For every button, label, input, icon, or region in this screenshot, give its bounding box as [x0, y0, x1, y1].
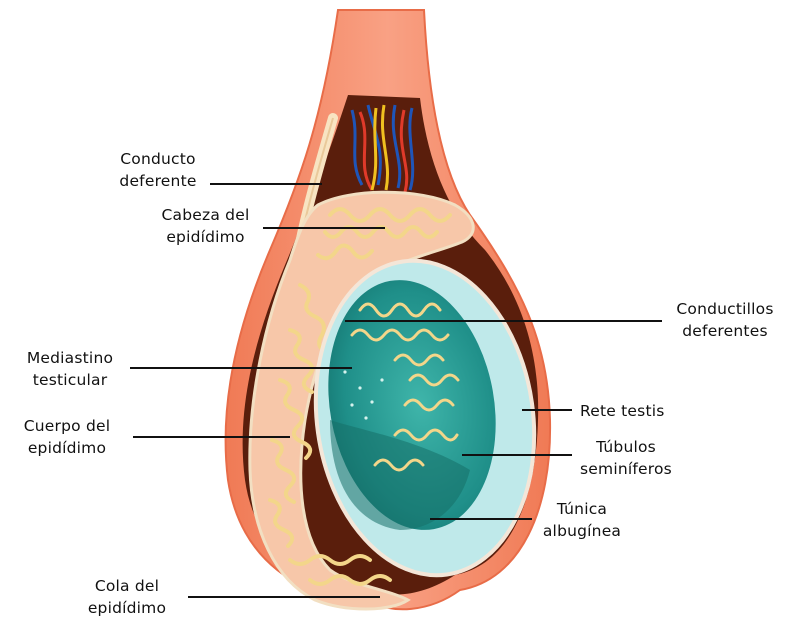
label-cola-epididimo: Cola del epidídimo [72, 575, 182, 619]
label-tubulos-seminiferos: Túbulos seminíferos [574, 436, 678, 480]
label-tunica-albuginea: Túnica albugínea [532, 498, 632, 542]
label-rete-testis: Rete testis [580, 400, 665, 422]
label-cabeza-epididimo: Cabeza del epidídimo [148, 204, 263, 248]
label-conductillos-deferentes: Conductillos deferentes [664, 298, 786, 342]
label-mediastino-testicular: Mediastino testicular [10, 347, 130, 391]
label-conducto-deferente: Conducto deferente [108, 148, 208, 192]
label-cuerpo-epididimo: Cuerpo del epidídimo [8, 415, 126, 459]
